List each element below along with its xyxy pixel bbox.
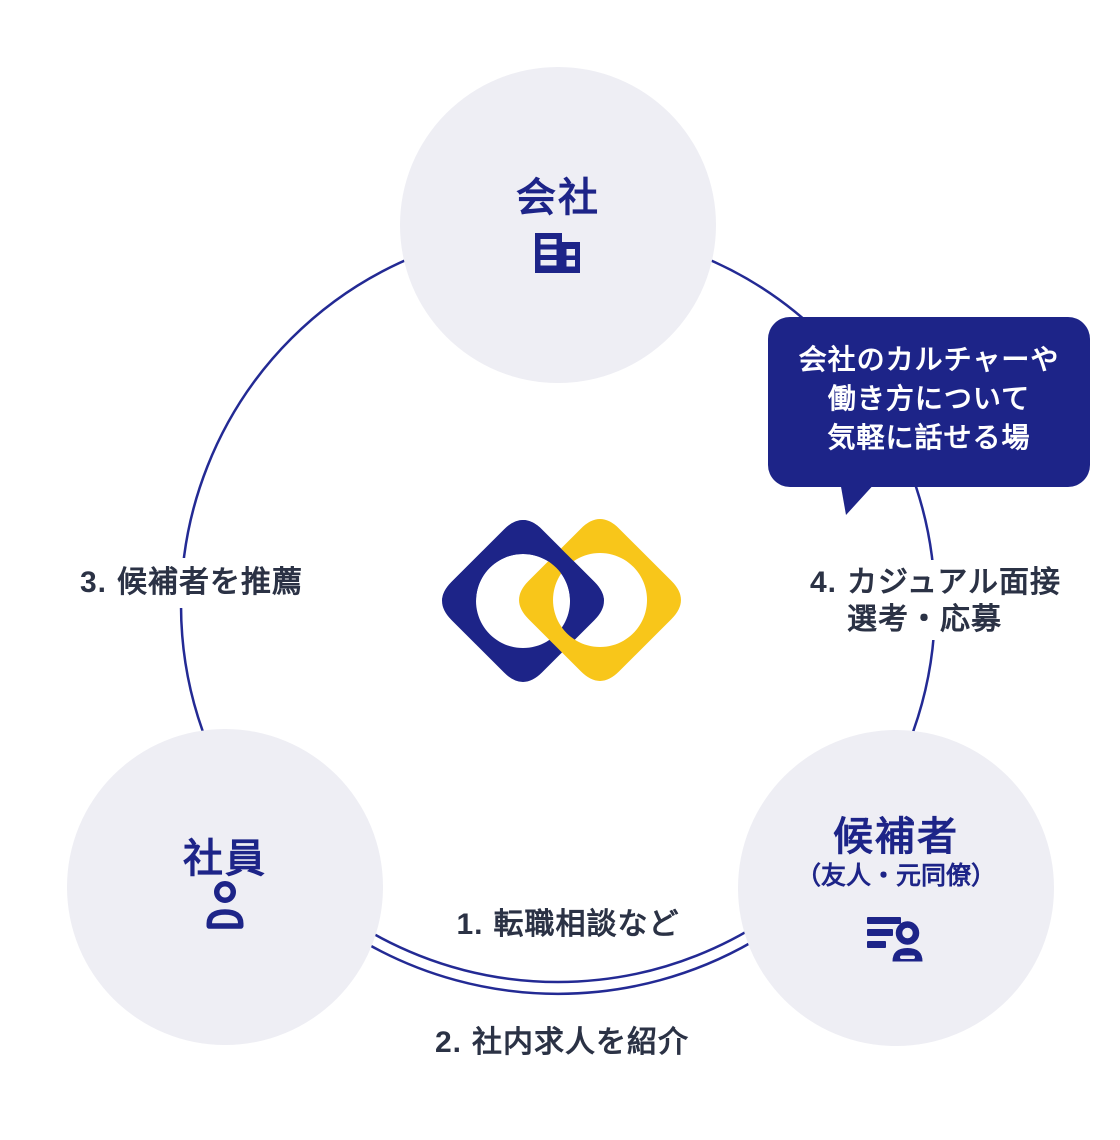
node-employee: 社員 — [67, 729, 383, 1045]
step-3-label: 3. 候補者を推薦 — [68, 558, 316, 608]
node-company: 会社 — [400, 67, 716, 383]
step-4-text-line2: 選考・応募 — [847, 603, 1003, 636]
step-3-number: 3. — [80, 566, 108, 599]
speech-bubble: 会社のカルチャーや 働き方について 気軽に話せる場 — [768, 317, 1090, 487]
person-icon — [206, 881, 244, 929]
candidate-sublabel: （友人・元同僚） — [795, 862, 996, 890]
logo-blue-link-overlap — [442, 520, 604, 601]
speech-bubble-line2: 働き方について — [827, 383, 1031, 414]
step-2-number: 2. — [434, 1026, 463, 1059]
employee-label: 社員 — [183, 837, 267, 881]
step-4-label: 4. カジュアル面接 選考・応募 — [800, 560, 1072, 640]
building-icon — [535, 233, 580, 273]
speech-bubble-line1: 会社のカルチャーや — [798, 344, 1060, 375]
step-3-text: 候補者を推薦 — [117, 566, 304, 599]
step-2-label: 2. 社内求人を紹介 — [435, 1024, 689, 1062]
speech-bubble-tail — [840, 481, 877, 515]
speech-bubble-line3: 気軽に話せる場 — [827, 422, 1031, 453]
step-1-text: 転職相談など — [493, 908, 680, 941]
step-2-text: 社内求人を紹介 — [472, 1026, 690, 1059]
step-4-number: 4. — [810, 566, 838, 599]
step-4-text-line1: カジュアル面接 — [847, 566, 1062, 599]
step-1-number: 1. — [456, 908, 484, 941]
candidate-label: 候補者 — [833, 815, 959, 859]
node-candidate: 候補者 （友人・元同僚） — [738, 730, 1054, 1046]
company-label: 会社 — [516, 176, 600, 220]
step-1-label: 1. 転職相談など — [456, 906, 679, 944]
interlocked-links-logo-icon — [442, 519, 681, 682]
exchange-arc-line — [363, 940, 753, 995]
person-list-icon — [867, 917, 923, 962]
